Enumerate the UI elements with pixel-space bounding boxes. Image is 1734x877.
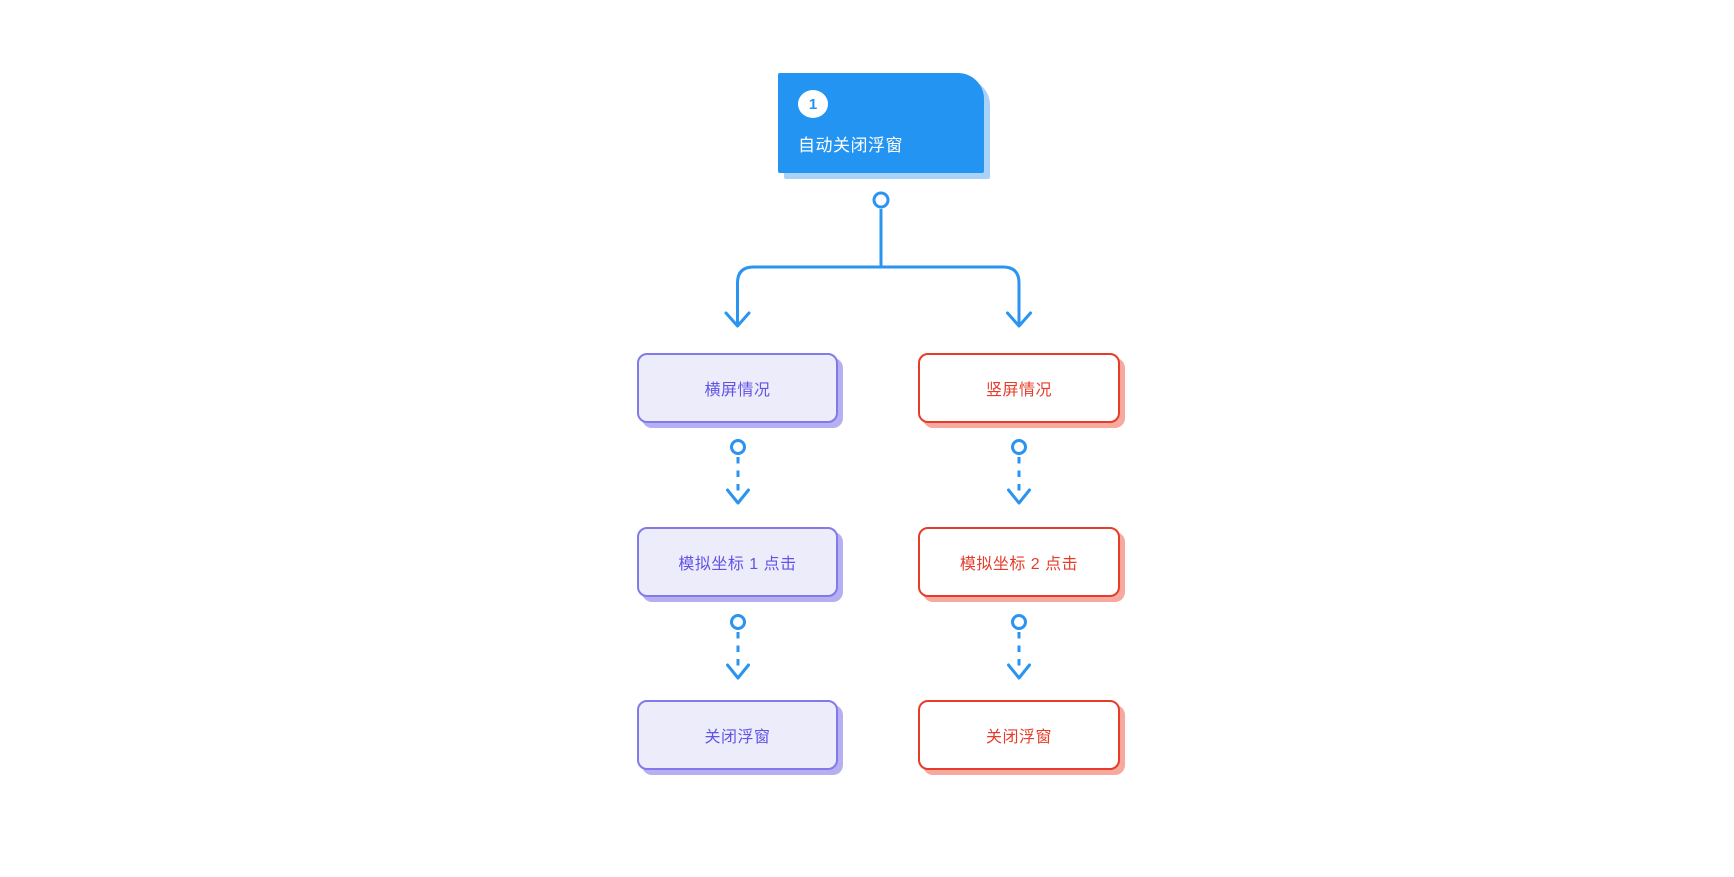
node-close-float-window-left[interactable]: 关闭浮窗 xyxy=(637,700,838,770)
node-simulate-coordinate-2-click[interactable]: 模拟坐标 2 点击 xyxy=(918,527,1120,597)
connector-branch-right xyxy=(881,265,1021,324)
node-simulate-coordinate-1-click[interactable]: 模拟坐标 1 点击 xyxy=(637,527,838,597)
node-root-auto-close-float-window[interactable]: 1 自动关闭浮窗 xyxy=(778,73,984,173)
arrowhead-chevron-right-icon xyxy=(1006,311,1032,328)
node-label: 关闭浮窗 xyxy=(985,729,1052,746)
node-portrait-case[interactable]: 竖屏情况 xyxy=(918,353,1120,423)
dashed-arrow-right-1 xyxy=(1007,439,1031,505)
connector-branch-left xyxy=(736,265,881,324)
arrow-start-ring-icon xyxy=(1011,439,1027,455)
connector-start-ring-icon xyxy=(872,191,890,209)
arrowhead-chevron-icon xyxy=(726,488,750,505)
node-label: 模拟坐标 1 点击 xyxy=(678,556,797,573)
node-label: 关闭浮窗 xyxy=(704,729,771,746)
dashed-arrow-left-2 xyxy=(726,614,750,680)
arrowhead-chevron-icon xyxy=(726,663,750,680)
arrow-start-ring-icon xyxy=(730,614,746,630)
node-label: 模拟坐标 2 点击 xyxy=(959,556,1079,573)
step-number-badge: 1 xyxy=(798,90,828,118)
arrowhead-chevron-icon xyxy=(1007,488,1031,505)
arrowhead-chevron-left-icon xyxy=(724,311,751,328)
root-title: 自动关闭浮窗 xyxy=(798,136,903,155)
arrow-start-ring-icon xyxy=(730,439,746,455)
node-close-float-window-right[interactable]: 关闭浮窗 xyxy=(918,700,1120,770)
node-label: 竖屏情况 xyxy=(985,382,1052,399)
arrow-start-ring-icon xyxy=(1011,614,1027,630)
node-label: 横屏情况 xyxy=(704,382,771,399)
dashed-arrow-left-1 xyxy=(726,439,750,505)
dashed-arrow-right-2 xyxy=(1007,614,1031,680)
node-landscape-case[interactable]: 横屏情况 xyxy=(637,353,838,423)
arrowhead-chevron-icon xyxy=(1007,663,1031,680)
